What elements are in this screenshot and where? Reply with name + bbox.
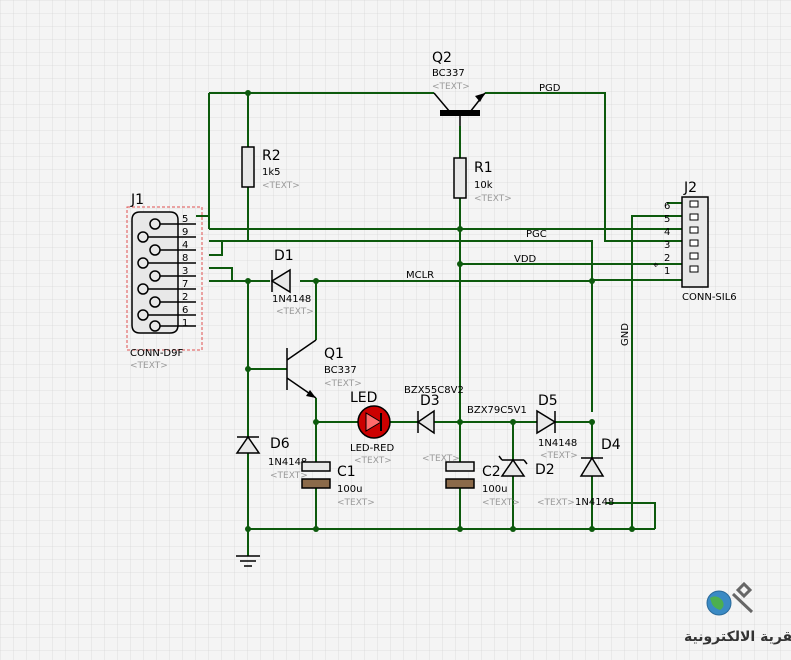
led-red[interactable] xyxy=(357,405,391,439)
resistor-r2[interactable] xyxy=(241,146,255,188)
d3-text: <TEXT> xyxy=(422,454,460,464)
led-value: LED-RED xyxy=(350,443,394,454)
d2-value: BZX79C5V1 xyxy=(467,405,527,416)
q1-value: BC337 xyxy=(324,365,357,376)
diode-d5[interactable] xyxy=(536,409,557,435)
svg-text:1: 1 xyxy=(664,266,670,277)
d4-value: 1N4148 xyxy=(575,497,614,508)
q2-text: <TEXT> xyxy=(432,82,470,92)
connector-j1[interactable] xyxy=(126,206,203,351)
d6-text: <TEXT> xyxy=(270,471,308,481)
svg-text:6: 6 xyxy=(664,201,670,212)
d2-text: <TEXT> xyxy=(537,498,575,508)
svg-text:9: 9 xyxy=(182,227,188,238)
net-label-pgc: PGC xyxy=(526,229,547,240)
d4-ref: D4 xyxy=(601,437,621,453)
svg-text:2: 2 xyxy=(182,292,188,303)
watermark-text: القرية الالكترونية xyxy=(684,629,791,645)
c1-text: <TEXT> xyxy=(337,498,375,508)
resistor-r1[interactable] xyxy=(453,157,467,199)
d6-value: 1N4148 xyxy=(268,457,307,468)
connector-j2[interactable] xyxy=(681,196,709,288)
j1-value: CONN-D9F xyxy=(130,348,183,359)
svg-text:4: 4 xyxy=(664,227,670,238)
j1-text: <TEXT> xyxy=(130,361,168,371)
svg-text:4: 4 xyxy=(182,240,188,251)
d1-text: <TEXT> xyxy=(276,307,314,317)
capacitor-c1[interactable] xyxy=(301,461,331,489)
j2-value: CONN-SIL6 xyxy=(682,292,737,303)
svg-text:3: 3 xyxy=(664,240,670,251)
svg-text:3: 3 xyxy=(182,266,188,277)
svg-text:8: 8 xyxy=(182,253,188,264)
d5-text: <TEXT> xyxy=(540,451,578,461)
d1-value: 1N4148 xyxy=(272,294,311,305)
q2-ref: Q2 xyxy=(432,50,452,66)
watermark-logo: القرية الالكترونية xyxy=(684,581,791,645)
transistor-q2[interactable] xyxy=(433,92,486,126)
svg-text:7: 7 xyxy=(182,279,188,290)
c1-value: 100u xyxy=(337,484,362,495)
net-label-mclr: MCLR xyxy=(406,270,434,281)
diode-d1[interactable] xyxy=(270,268,291,294)
ground-icon xyxy=(236,555,260,567)
led-ref: LED xyxy=(350,390,377,406)
d3-value: BZX55C8V2 xyxy=(404,385,464,396)
transistor-q1[interactable] xyxy=(286,339,317,399)
q1-ref: Q1 xyxy=(324,346,344,362)
capacitor-c2[interactable] xyxy=(445,461,475,489)
crosshair-icon: ⌖ xyxy=(653,260,659,271)
r1-text: <TEXT> xyxy=(474,194,512,204)
d5-value: 1N4148 xyxy=(538,438,577,449)
j2-ref: J2 xyxy=(683,180,697,196)
svg-text:5: 5 xyxy=(182,214,188,225)
r2-text: <TEXT> xyxy=(262,181,300,191)
zener-d2[interactable] xyxy=(498,455,528,477)
junction-nodes xyxy=(245,90,635,532)
svg-text:1: 1 xyxy=(182,318,188,329)
q1-text: <TEXT> xyxy=(324,379,362,389)
d2-ref: D2 xyxy=(535,462,555,478)
j2-pin-numbers: 6 5 4 3 2 1 xyxy=(664,201,670,277)
r1-ref: R1 xyxy=(474,160,493,176)
svg-text:6: 6 xyxy=(182,305,188,316)
c1-ref: C1 xyxy=(337,464,356,480)
d6-ref: D6 xyxy=(270,436,290,452)
svg-text:5: 5 xyxy=(664,214,670,225)
r1-value: 10k xyxy=(474,180,493,191)
d3-ref: D3 xyxy=(420,393,440,409)
c2-value: 100u xyxy=(482,484,507,495)
diode-d6[interactable] xyxy=(235,435,261,454)
q2-value: BC337 xyxy=(432,68,465,79)
d1-ref: D1 xyxy=(274,248,294,264)
d5-ref: D5 xyxy=(538,393,558,409)
svg-text:2: 2 xyxy=(664,253,670,264)
j1-ref: J1 xyxy=(130,192,144,208)
c2-text: <TEXT> xyxy=(482,498,520,508)
r2-ref: R2 xyxy=(262,148,281,164)
c2-ref: C2 xyxy=(482,464,501,480)
diode-d4[interactable] xyxy=(579,456,605,477)
led-text: <TEXT> xyxy=(354,456,392,466)
zener-d3[interactable] xyxy=(416,409,435,435)
net-label-gnd: GND xyxy=(620,323,631,346)
net-label-vdd: VDD xyxy=(514,254,537,265)
j1-pin-numbers: 5 9 4 8 3 7 2 6 1 xyxy=(182,214,188,329)
r2-value: 1k5 xyxy=(262,167,281,178)
net-label-pgd: PGD xyxy=(539,83,561,94)
